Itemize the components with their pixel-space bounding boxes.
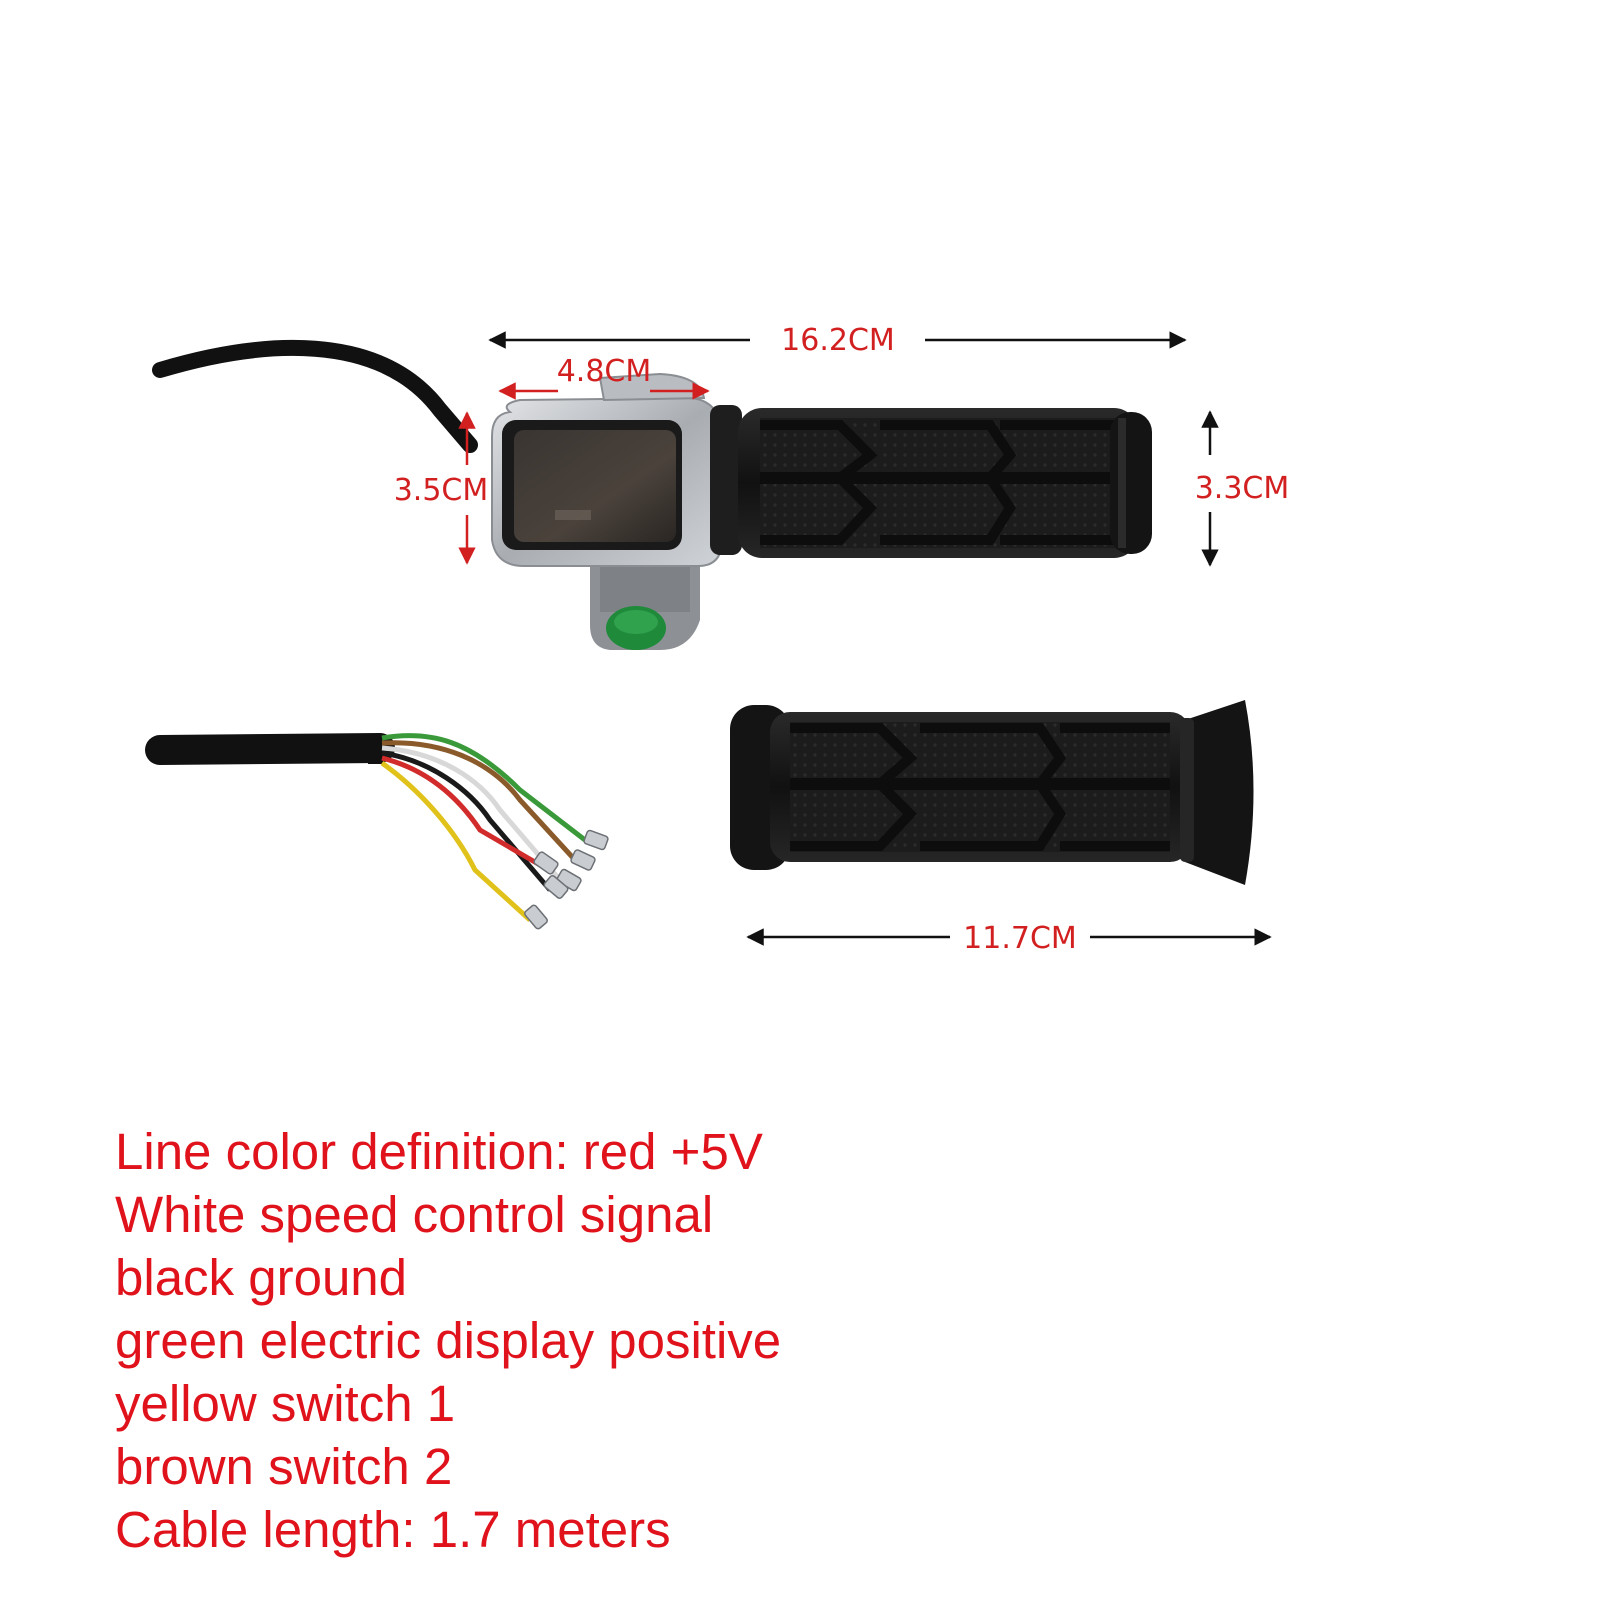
dimension-display-height: 3.5CM [394,411,489,565]
dimension-grip-length-label: 11.7CM [963,921,1077,956]
green-wire [381,733,587,842]
dimension-total-length: 16.2CM [488,323,1187,358]
dimension-total-length-label: 16.2CM [781,323,895,358]
red-wire [381,755,542,868]
spec-line-cable-length: Cable length: 1.7 meters [115,1501,671,1558]
dimension-grip-length: 11.7CM [746,921,1272,956]
right-grip-throttle [738,408,1152,558]
dimension-grip-diameter-label: 3.3CM [1195,471,1290,506]
dimension-display-height-label: 3.5CM [394,473,489,508]
wire-color-spec-list: Line color definition: red +5V White spe… [115,1120,1515,1561]
white-wire [381,745,562,882]
throttle-cable [152,339,478,453]
spec-line-brown: brown switch 2 [115,1438,453,1495]
brown-wire [381,740,577,862]
lcd-display [502,420,682,550]
spec-line-green: green electric display positive [115,1312,782,1369]
yellow-wire [380,760,532,922]
spec-line-white: White speed control signal [115,1186,714,1243]
spec-line-black: black ground [115,1249,408,1306]
dimension-housing-width: 4.8CM [498,354,710,400]
left-grip [730,700,1254,885]
product-diagram: 16.2CM 4.8CM 3.5CM 3.3CM 11.7CM [145,323,1290,956]
dimension-grip-diameter: 3.3CM [1195,410,1290,567]
wire-harness [145,733,609,930]
dimension-housing-width-label: 4.8CM [557,354,652,389]
spec-line-yellow: yellow switch 1 [115,1375,456,1432]
black-wire [381,750,552,892]
power-button [606,606,666,650]
spec-line-line-color: Line color definition: red +5V [115,1123,763,1180]
